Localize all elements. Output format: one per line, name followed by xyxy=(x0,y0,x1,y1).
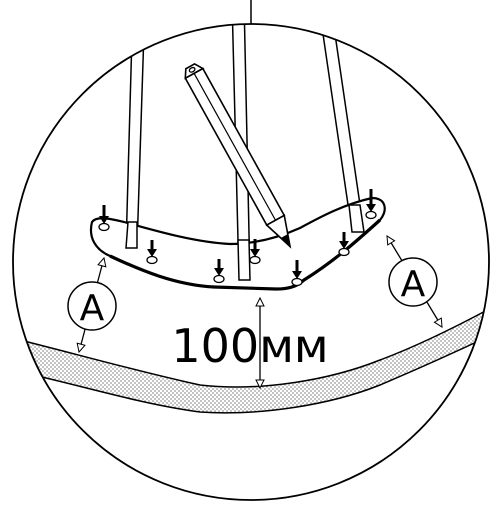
screw-marker xyxy=(291,260,303,287)
dimension-label: 100мм xyxy=(171,319,328,373)
callout-left-circle xyxy=(67,281,117,331)
callout-right-circle xyxy=(388,257,438,307)
pencil-icon xyxy=(184,62,292,249)
screw-marker xyxy=(98,205,110,232)
callout-left-label: A xyxy=(80,288,105,329)
rods-front xyxy=(125,204,365,281)
screw-marker xyxy=(249,239,261,265)
detail-circle xyxy=(12,23,490,501)
callout-right-label: A xyxy=(401,264,426,305)
screw-marker xyxy=(365,189,377,220)
screw-markers xyxy=(98,189,377,287)
screw-marker xyxy=(338,232,350,257)
screw-marker xyxy=(146,240,158,265)
ground-surface-band xyxy=(19,300,489,414)
screw-marker xyxy=(213,259,225,284)
